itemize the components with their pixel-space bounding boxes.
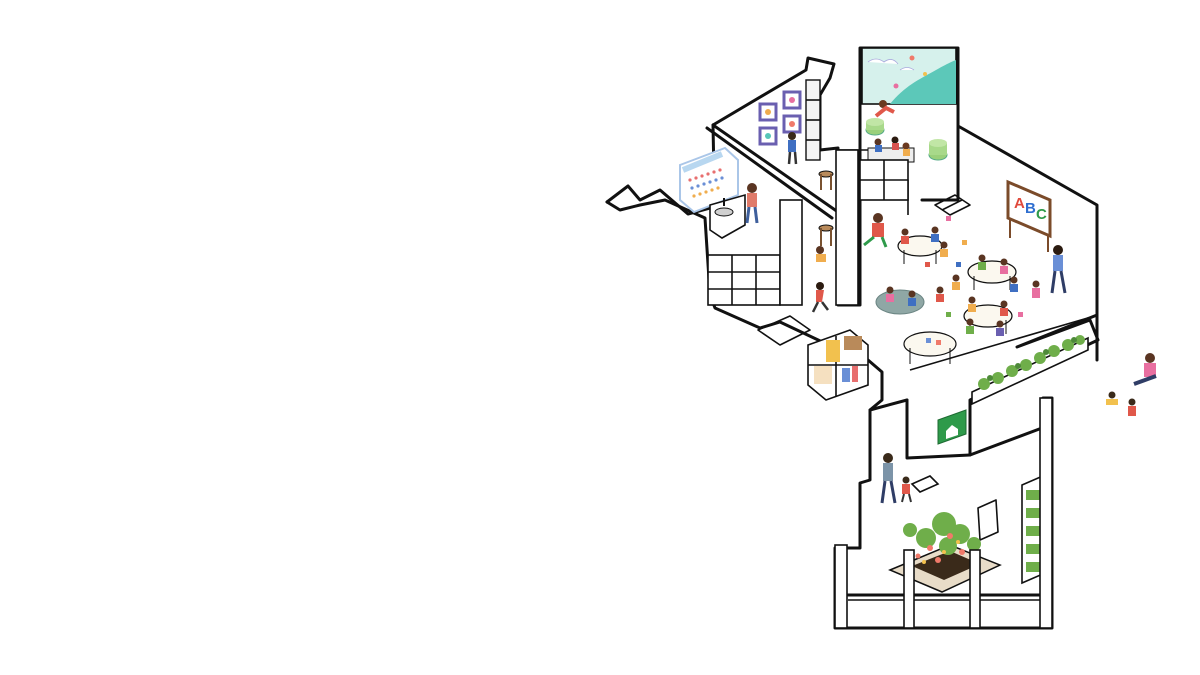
teacher-figure-left (745, 183, 759, 224)
child-at-stool (787, 132, 798, 165)
green-sign (937, 409, 967, 445)
green-poufs (865, 118, 948, 161)
kneeling-adult (863, 213, 888, 248)
house-icon (946, 425, 958, 439)
entry-garden (834, 397, 1053, 629)
abc-letter-a: A (1014, 195, 1025, 212)
purple-art-frames (758, 90, 802, 146)
ocean-mural (861, 47, 957, 105)
bookshelf-corridor (757, 315, 869, 401)
entry-frame (834, 397, 1053, 629)
children-group (886, 216, 1040, 345)
left-room (679, 79, 834, 306)
outdoor-family (1106, 353, 1157, 416)
storage-cubbies (707, 199, 803, 306)
main-playroom: A B C (863, 179, 1067, 364)
partition-walls (705, 123, 1099, 412)
abc-letter-b: B (1025, 200, 1036, 217)
stools (818, 170, 834, 246)
steps (934, 194, 971, 216)
learning-board (679, 146, 739, 214)
play-rug (875, 289, 925, 315)
abc-board: A B C (1006, 179, 1052, 252)
running-child (811, 282, 829, 313)
cubby-shelves-center (859, 159, 909, 201)
abc-letter-c: C (1036, 206, 1047, 223)
planter-strip (971, 335, 1089, 406)
activity-table-top (867, 136, 915, 163)
child-figure (874, 100, 895, 118)
child-sitting-floor (816, 246, 826, 262)
sink-counter (709, 193, 746, 239)
center-column (835, 149, 859, 306)
parent-with-child (880, 453, 912, 504)
teacher-figure-right (1050, 245, 1067, 294)
